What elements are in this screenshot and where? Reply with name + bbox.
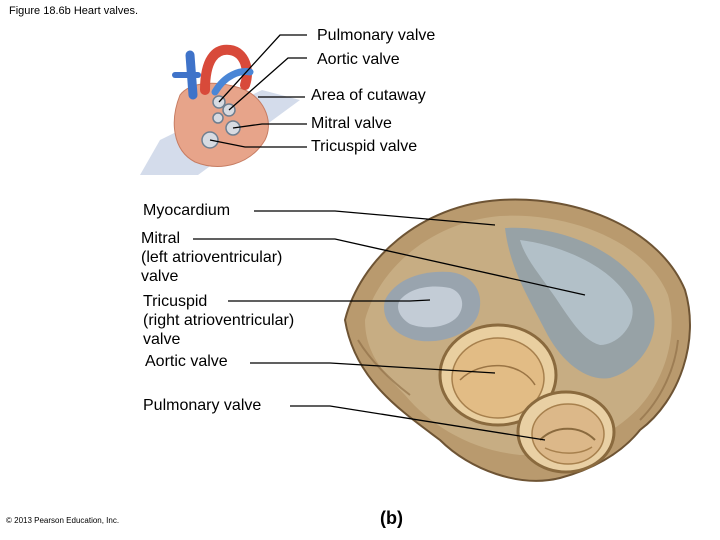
label-aortic-valve: Aortic valve (145, 353, 228, 370)
leader-lines-photo (193, 210, 586, 441)
label-mitral-valve: Mitral (left atrioventricular) valve (141, 230, 283, 285)
copyright: © 2013 Pearson Education, Inc. (6, 516, 120, 525)
label-area-of-cutaway: Area of cutaway (311, 87, 426, 104)
label-tricuspid-valve: Tricuspid (right atrioventricular) valve (143, 293, 295, 348)
label-pulmonary-valve-inset: Pulmonary valve (317, 27, 436, 44)
label-tricuspid-valve-inset: Tricuspid valve (311, 138, 418, 155)
leader-lines-inset (209, 34, 307, 148)
panel-letter: (b) (380, 508, 403, 528)
label-mitral-valve-inset: Mitral valve (311, 115, 392, 132)
label-myocardium: Myocardium (143, 202, 231, 219)
label-aortic-valve-inset: Aortic valve (317, 51, 400, 68)
figure-title: Figure 18.6b Heart valves. (9, 5, 139, 17)
label-pulmonary-valve: Pulmonary valve (143, 397, 262, 414)
